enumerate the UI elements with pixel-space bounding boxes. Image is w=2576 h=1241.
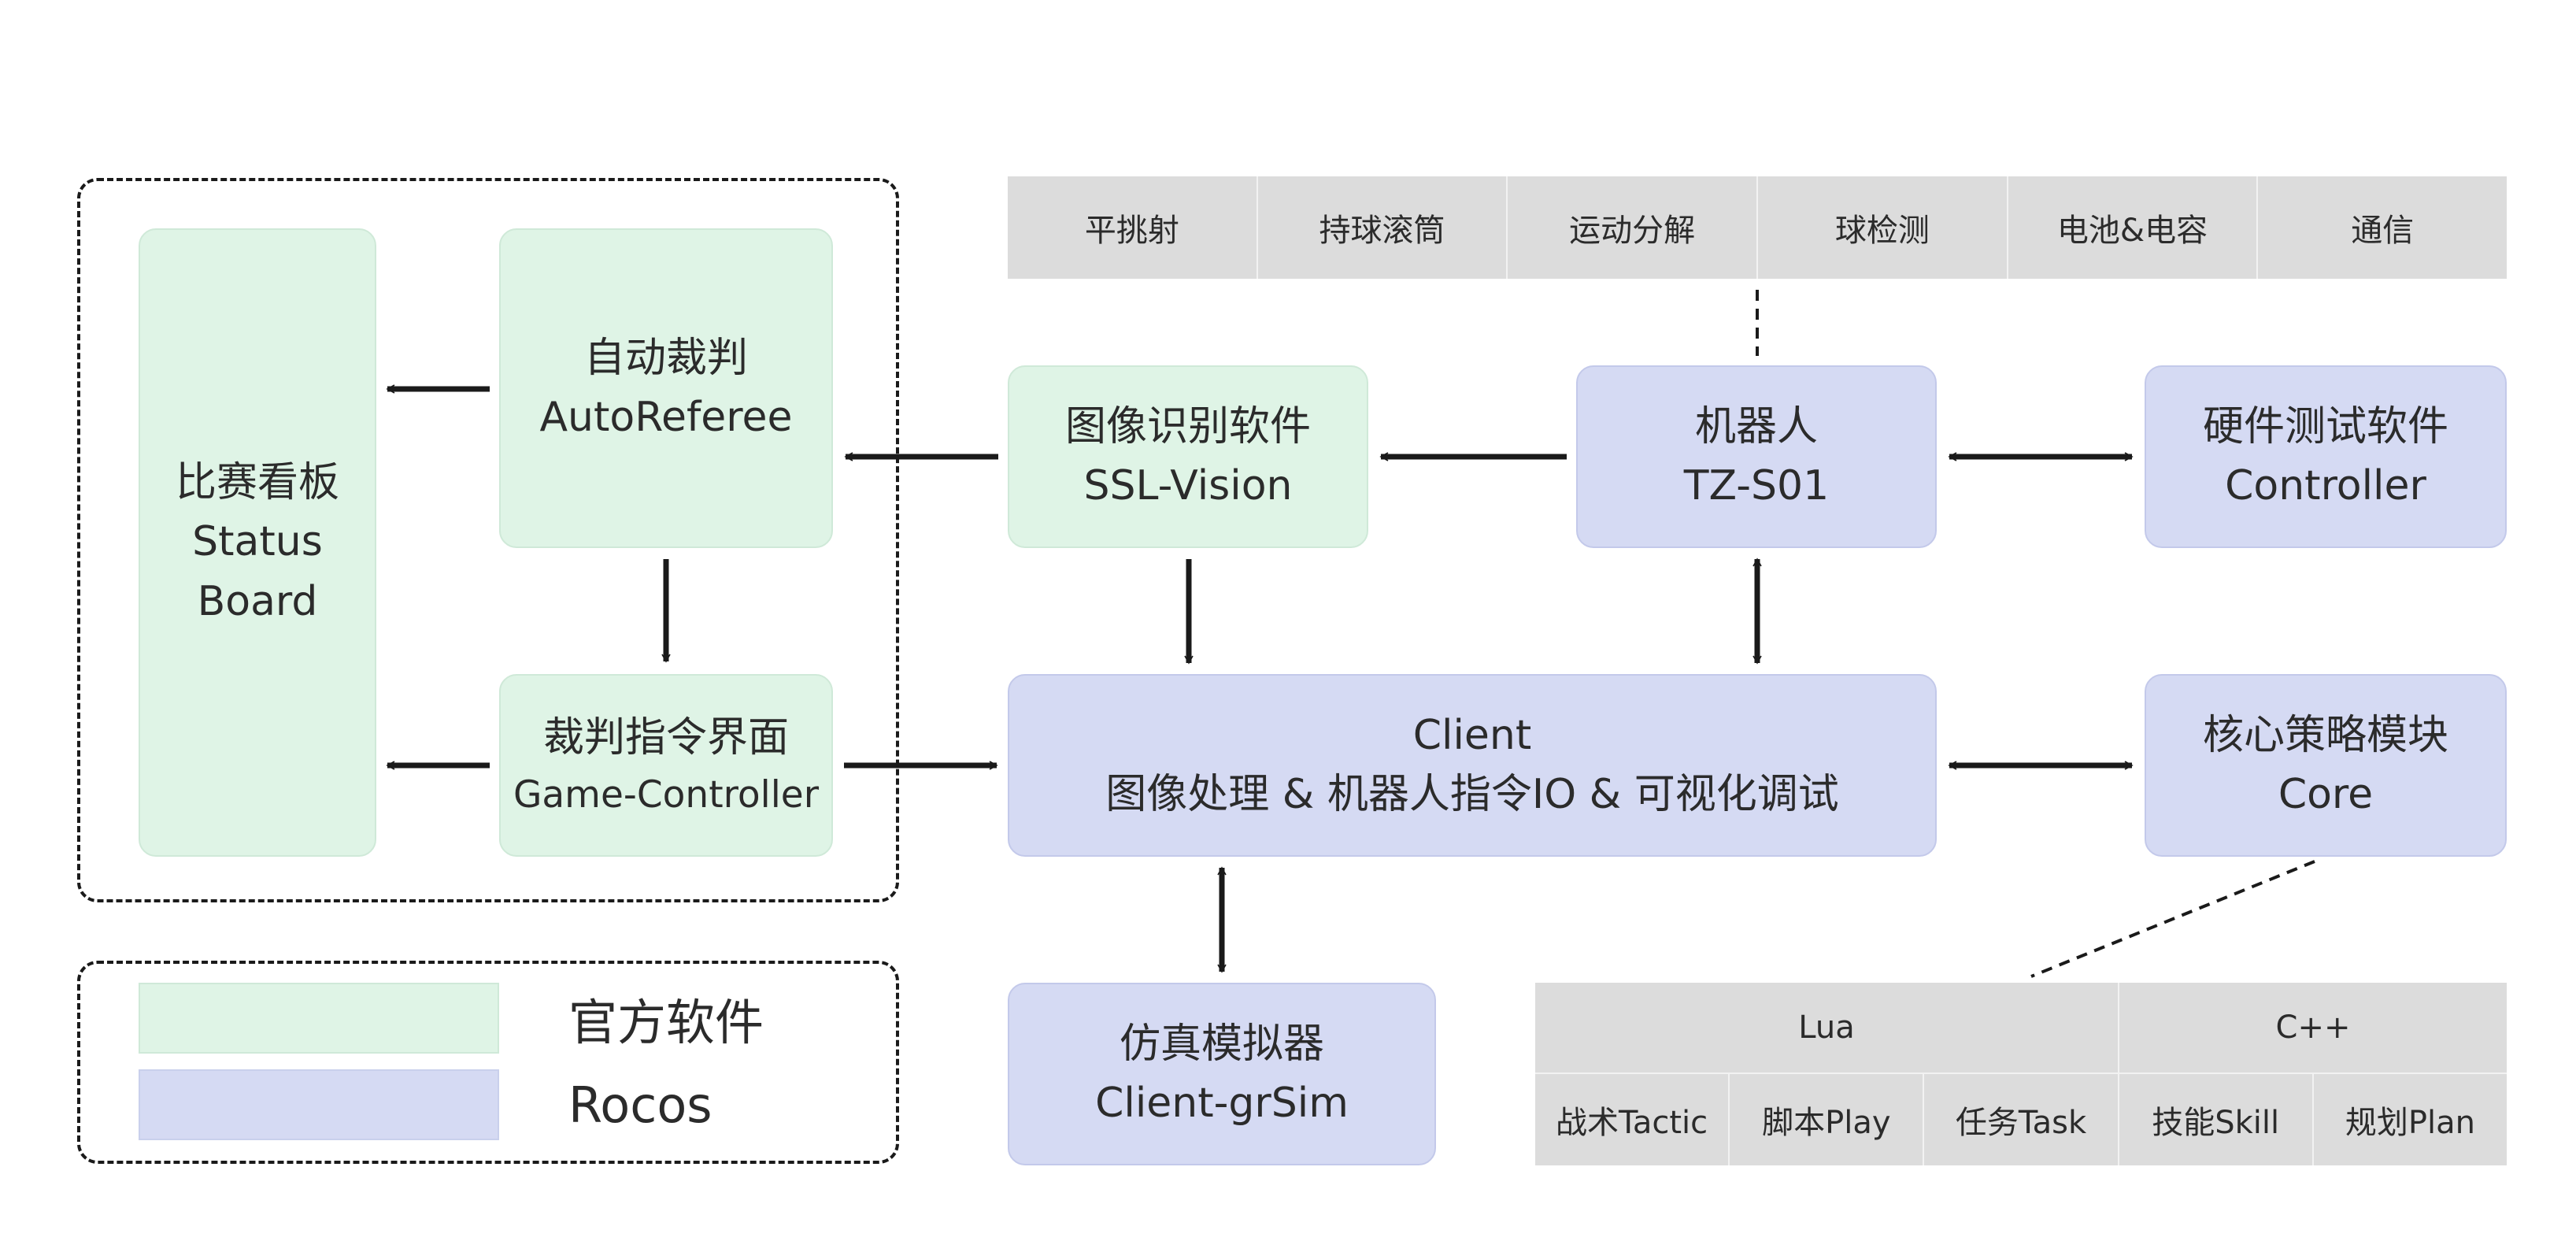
official-software-group — [77, 178, 899, 902]
client-title: Client — [1412, 711, 1532, 759]
core-layer-cell: 技能Skill — [2119, 1074, 2314, 1165]
robot-model: TZ-S01 — [1683, 462, 1830, 509]
client-desc: 图像处理 & 机器人指令IO & 可视化调试 — [1105, 771, 1839, 818]
core-layer-cell: 任务Task — [1924, 1074, 2119, 1165]
robot-modules-bar: 平挑射 持球滚筒 运动分解 球检测 电池&电容 通信 — [1008, 176, 2507, 279]
robot-module-cell: 球检测 — [1758, 176, 2008, 279]
dashed-core-to-table — [2030, 860, 2315, 978]
ssl-vision-cn: 图像识别软件 — [1064, 402, 1311, 450]
auto-referee-node: 自动裁判 AutoReferee — [499, 228, 833, 548]
core-language-cell: C++ — [2275, 1009, 2351, 1046]
core-language-cell: Lua — [1535, 983, 2119, 1072]
game-controller-cn: 裁判指令界面 — [542, 714, 789, 762]
game-controller-en: Game-Controller — [513, 772, 820, 817]
hw-controller-en: Controller — [2225, 462, 2426, 509]
ssl-vision-node: 图像识别软件 SSL-Vision — [1008, 365, 1368, 548]
core-node: 核心策略模块 Core — [2145, 674, 2507, 857]
simulator-node: 仿真模拟器 Client-grSim — [1008, 983, 1436, 1165]
hw-controller-cn: 硬件测试软件 — [2202, 402, 2448, 450]
hw-controller-node: 硬件测试软件 Controller — [2145, 365, 2507, 548]
simulator-en: Client-grSim — [1095, 1080, 1349, 1127]
simulator-cn: 仿真模拟器 — [1119, 1020, 1324, 1068]
robot-module-cell: 运动分解 — [1508, 176, 1759, 279]
status-board-en-1: Status — [192, 518, 323, 566]
core-layer-cell: 规划Plan — [2345, 1105, 2475, 1141]
ssl-vision-en: SSL-Vision — [1083, 462, 1293, 509]
robot-module-cell: 持球滚筒 — [1258, 176, 1508, 279]
legend-label-official: 官方软件 — [568, 994, 764, 1051]
auto-referee-en: AutoReferee — [539, 394, 793, 441]
status-board-en-2: Board — [197, 577, 318, 625]
core-layer-cell: 脚本Play — [1730, 1074, 1925, 1165]
core-layers-row: 战术Tactic 脚本Play 任务Task 技能Skill 规划Plan — [1535, 1074, 2507, 1165]
legend-label-rocos: Rocos — [568, 1076, 712, 1134]
robot-module-cell: 电池&电容 — [2008, 176, 2259, 279]
core-layer-cell: 战术Tactic — [1535, 1074, 1730, 1165]
core-cn: 核心策略模块 — [2202, 711, 2448, 759]
core-modules-table: Lua C++ 战术Tactic 脚本Play 任务Task 技能Skill 规… — [1535, 983, 2507, 1165]
legend-box — [77, 961, 899, 1164]
core-en: Core — [2278, 771, 2374, 818]
core-languages-row: Lua C++ — [1535, 983, 2507, 1074]
game-controller-node: 裁判指令界面 Game-Controller — [499, 674, 833, 857]
robot-module-cell: 通信 — [2351, 213, 2415, 249]
legend-swatch-official — [139, 983, 499, 1054]
status-board-cn: 比赛看板 — [175, 458, 339, 506]
status-board-node: 比赛看板 Status Board — [139, 228, 376, 857]
client-node: Client 图像处理 & 机器人指令IO & 可视化调试 — [1008, 674, 1937, 857]
robot-cn: 机器人 — [1694, 402, 1818, 450]
robot-module-cell: 平挑射 — [1008, 176, 1258, 279]
legend-swatch-rocos — [139, 1069, 499, 1140]
auto-referee-cn: 自动裁判 — [583, 334, 748, 382]
robot-node: 机器人 TZ-S01 — [1576, 365, 1937, 548]
